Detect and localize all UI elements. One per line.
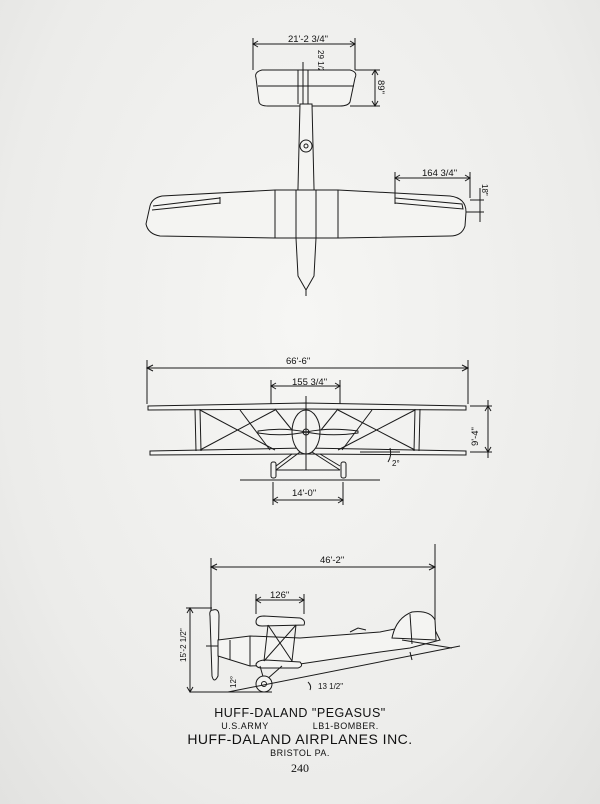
dim-stabilizer-span: 21'-2 3/4"	[288, 34, 328, 45]
page-number: 240	[291, 761, 309, 775]
dim-side-height: 15'-2 1/2"	[179, 628, 188, 662]
caption-right: LB1-BOMBER.	[312, 721, 379, 731]
dim-stabilizer-chord-a: 29 1/2"	[316, 50, 325, 75]
dim-length: 46'-2"	[320, 555, 344, 566]
dim-angle: 12°	[229, 676, 238, 688]
dim-stabilizer-chord-b: 89"	[375, 80, 386, 94]
drawing-title: HUFF-DALAND "PEGASUS"	[214, 706, 386, 720]
dim-front-span: 66'-6"	[286, 356, 310, 367]
dim-front-height: 9'-4"	[470, 427, 481, 446]
top-view: 21'-2 3/4" 29 1/2" 89"	[145, 34, 489, 296]
side-view: 46'-2" 126"	[179, 544, 461, 693]
dim-front-center: 155 3/4"	[292, 377, 327, 388]
company-city: BRISTOL PA.	[270, 748, 330, 758]
caption-left: U.S.ARMY	[221, 721, 269, 731]
dim-stagger: 126"	[270, 590, 289, 601]
drawing-subtitle: U.S.ARMY LB1-BOMBER.	[0, 721, 600, 731]
dim-track: 14'-0"	[292, 488, 316, 499]
dim-aileron-length: 164 3/4"	[422, 168, 457, 179]
dim-aileron-chord: 18"	[480, 184, 489, 196]
front-view: 66'-6" 155 3/4"	[145, 356, 492, 505]
company-name: HUFF-DALAND AIRPLANES INC.	[187, 731, 413, 747]
dim-gear: 13 1/2"	[318, 682, 343, 691]
dim-dihedral: 2°	[392, 459, 400, 468]
